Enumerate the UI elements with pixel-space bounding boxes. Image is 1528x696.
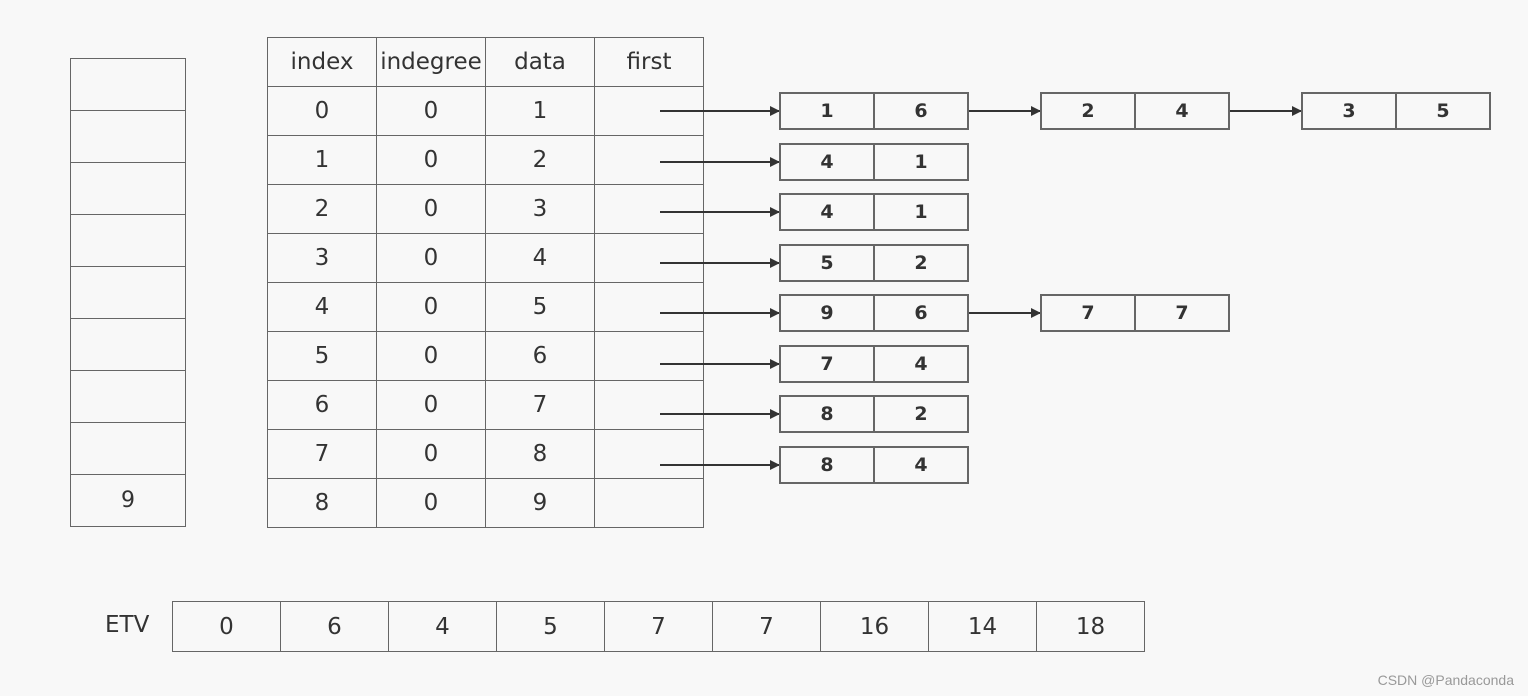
etv-cell: 0 [172, 601, 281, 652]
table-cell: 0 [376, 282, 486, 332]
table-cell: 6 [267, 380, 377, 430]
edge-adjvex: 8 [781, 448, 875, 482]
edge-adjvex: 5 [781, 246, 875, 280]
stack-cell [71, 58, 185, 110]
stack-cell [71, 162, 185, 214]
table-cell [594, 380, 704, 430]
table-cell: 6 [485, 331, 595, 381]
edge-adjvex: 4 [781, 195, 875, 229]
etv-cell: 5 [496, 601, 605, 652]
table-cell: 0 [376, 184, 486, 234]
table-cell: 0 [267, 86, 377, 136]
edge-adjvex: 1 [781, 94, 875, 128]
table-cell: 2 [267, 184, 377, 234]
stack-column: 9 [70, 58, 186, 527]
etv-cell: 7 [712, 601, 821, 652]
edge-adjvex: 8 [781, 397, 875, 431]
table-cell [594, 429, 704, 479]
stack-cell [71, 318, 185, 370]
table-cell: 8 [485, 429, 595, 479]
table-cell: 7 [485, 380, 595, 430]
table-cell: 8 [267, 478, 377, 528]
table-cell [594, 478, 704, 528]
table-cell: 0 [376, 331, 486, 381]
edge-weight: 1 [914, 201, 928, 223]
column-header: first [594, 37, 704, 87]
table-cell: 9 [485, 478, 595, 528]
edge-adjvex: 4 [781, 145, 875, 179]
watermark: CSDN @Pandaconda [1377, 672, 1514, 688]
table-cell: 0 [376, 478, 486, 528]
etv-cell: 7 [604, 601, 713, 652]
table-cell: 4 [267, 282, 377, 332]
edge-weight: 6 [914, 302, 928, 324]
table-cell: 4 [485, 233, 595, 283]
edge-weight: 4 [914, 454, 928, 476]
table-cell: 0 [376, 86, 486, 136]
edge-adjvex: 7 [781, 347, 875, 381]
table-cell [594, 184, 704, 234]
stack-cell: 9 [71, 474, 185, 526]
edge-weight: 4 [1175, 100, 1189, 122]
edge-weight: 2 [914, 403, 928, 425]
edge-weight: 4 [914, 353, 928, 375]
table-cell: 5 [485, 282, 595, 332]
edge-adjvex: 3 [1303, 94, 1397, 128]
etv-cell: 6 [280, 601, 389, 652]
edge-weight: 1 [914, 151, 928, 173]
etv-cell: 16 [820, 601, 929, 652]
table-cell: 0 [376, 429, 486, 479]
table-cell [594, 135, 704, 185]
etv-cell: 14 [928, 601, 1037, 652]
stack-cell [71, 266, 185, 318]
etv-label: ETV [105, 612, 150, 638]
stack-cell [71, 422, 185, 474]
edge-weight: 2 [914, 252, 928, 274]
table-cell: 3 [485, 184, 595, 234]
etv-cell: 18 [1036, 601, 1145, 652]
edge-weight: 7 [1175, 302, 1189, 324]
edge-adjvex: 2 [1042, 94, 1136, 128]
stack-cell [71, 370, 185, 422]
table-cell [594, 233, 704, 283]
etv-cell: 4 [388, 601, 497, 652]
column-header: data [485, 37, 595, 87]
edge-adjvex: 7 [1042, 296, 1136, 330]
table-cell: 1 [267, 135, 377, 185]
edge-weight: 6 [914, 100, 928, 122]
edge-adjvex: 9 [781, 296, 875, 330]
stack-cell [71, 110, 185, 162]
edge-weight: 5 [1436, 100, 1450, 122]
column-header: index [267, 37, 377, 87]
stack-cell [71, 214, 185, 266]
